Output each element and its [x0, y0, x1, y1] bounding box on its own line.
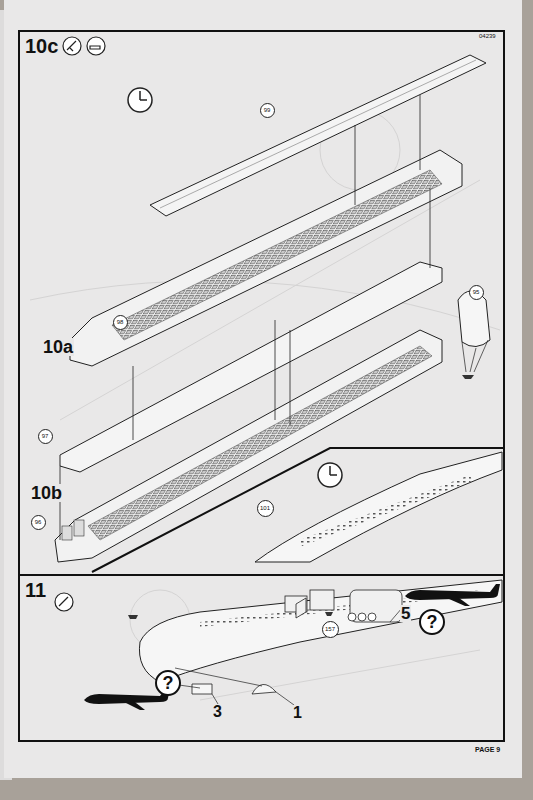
upper-deck-98 [70, 150, 462, 366]
fuselage-101 [255, 452, 502, 562]
aircraft-silhouette [84, 584, 500, 710]
paper-sheet [4, 0, 522, 778]
callout-number: 96 [31, 515, 46, 530]
glue-mark [462, 375, 474, 379]
page-note: 04239 [478, 33, 497, 39]
step-divider [92, 448, 504, 572]
step-panel: 10c 99 98 95 97 96 101 [18, 30, 505, 576]
callout-text: 157 [325, 626, 335, 632]
part-label: 5 [400, 605, 411, 622]
callout-text: 99 [264, 107, 271, 113]
lower-deck-96 [55, 330, 442, 562]
step-number: 10c [24, 36, 59, 56]
callout-number: 98 [113, 315, 128, 330]
part-3 [192, 684, 212, 694]
callout-text: 97 [42, 433, 49, 439]
callout-text: ? [427, 613, 438, 631]
page-note: PAGE 9 [474, 746, 501, 753]
callout-number: 157 [322, 621, 339, 638]
cabin-parts [285, 590, 402, 622]
part-label: 3 [212, 704, 223, 720]
question-circle: ? [419, 609, 445, 635]
step-number: 11 [24, 580, 47, 600]
callout-text: 98 [117, 319, 124, 325]
callout-text: 96 [35, 519, 42, 525]
step-panel: 11 157?? [18, 574, 505, 742]
callout-text: 95 [473, 289, 480, 295]
nose-fuselage [139, 580, 502, 682]
part-1 [252, 684, 276, 694]
callout-text: ? [163, 674, 174, 692]
callout-number: 97 [38, 429, 53, 444]
part-label: 1 [292, 705, 303, 721]
leader-lines [158, 608, 402, 705]
callout-number: 95 [469, 285, 484, 300]
part-label: 10a [42, 338, 74, 356]
part-label: 10b [30, 484, 63, 502]
wheels [348, 613, 376, 621]
callout-text: 101 [260, 505, 270, 511]
question-circle: ? [155, 670, 181, 696]
callout-number: 99 [260, 103, 275, 118]
callout-number: 101 [257, 500, 274, 517]
guide-lines [60, 95, 430, 540]
